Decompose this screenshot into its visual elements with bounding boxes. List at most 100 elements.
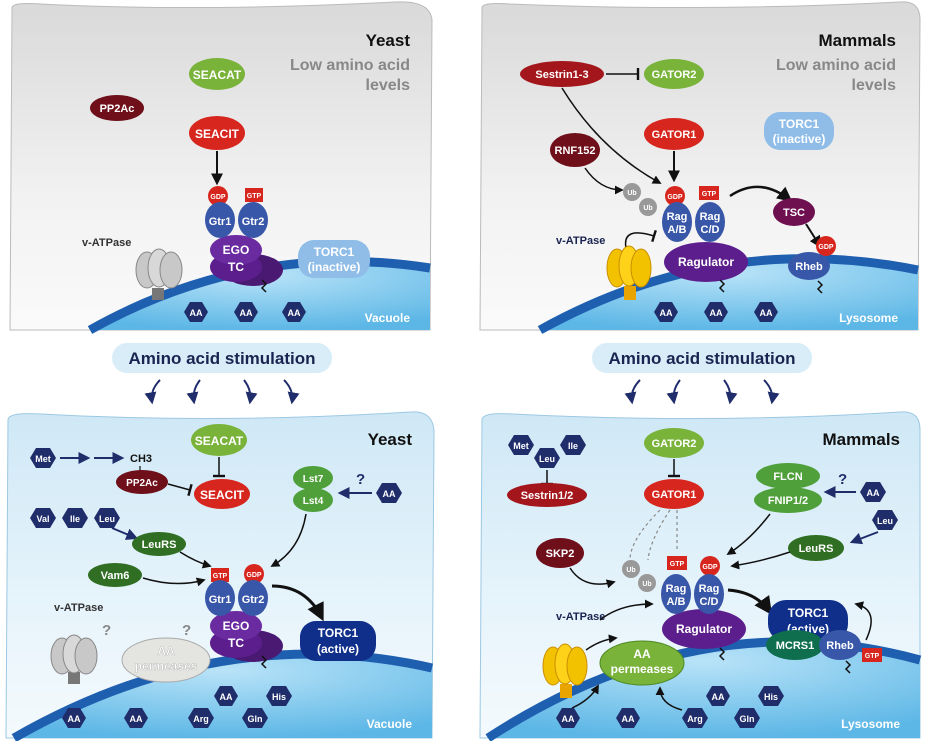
aa-hexagons-yeast-stim: AA AA Arg AA Gln His	[62, 686, 292, 728]
gtp-badge	[245, 188, 263, 202]
rheb-stim-node	[819, 630, 861, 660]
gdp-badge	[208, 186, 228, 206]
svg-text:AA: AA	[383, 489, 396, 499]
torc1-active-node	[300, 621, 376, 661]
svg-text:GTP: GTP	[670, 561, 685, 568]
question-lst: ?	[356, 471, 365, 488]
seacat-stim-node	[191, 424, 247, 456]
mcrs1-node	[766, 630, 824, 660]
svg-text:Gtr2: Gtr2	[242, 216, 265, 228]
skp2-node	[536, 538, 584, 568]
aa-hexagons-mammal-low: AA AA AA	[654, 302, 778, 322]
svg-text:permeases: permeases	[611, 662, 674, 676]
svg-text:TC: TC	[228, 260, 244, 274]
svg-text:Val: Val	[36, 514, 49, 524]
mammal-stim-content: Met Leu Ile Sestrin1/2 GATOR2 GATOR1 FLC…	[507, 428, 898, 728]
leu-mammal-hexagon	[534, 448, 560, 468]
svg-text:Gln: Gln	[248, 714, 263, 724]
svg-text:FLCN: FLCN	[773, 471, 802, 483]
gtp-badge-rheb	[862, 648, 882, 662]
svg-text:GATOR1: GATOR1	[652, 129, 697, 141]
gtp-badge-stim	[211, 568, 229, 582]
ragulator-stim-node	[662, 609, 746, 649]
svg-text:Rag: Rag	[666, 583, 687, 595]
svg-text:EGO: EGO	[223, 243, 250, 257]
svg-text:His: His	[272, 692, 286, 702]
svg-text:TORC1: TORC1	[314, 245, 355, 259]
svg-text:Gln: Gln	[740, 714, 755, 724]
svg-text:TSC: TSC	[783, 207, 805, 219]
yeast-stim-content: Met CH3 PP2Ac SEACAT SEACIT ? Lst7 Lst4 …	[30, 424, 402, 728]
vatpase-stim-label: v-ATPase	[54, 602, 103, 614]
ile-mammal-hexagon	[560, 435, 586, 455]
question-permeases: ?	[182, 622, 191, 639]
svg-text:Ragulator: Ragulator	[678, 255, 734, 269]
vatpase-mammal-label: v-ATPase	[556, 235, 605, 247]
rheb-node	[788, 252, 830, 280]
rnf152-node	[550, 133, 600, 167]
svg-text:LeuRS: LeuRS	[799, 543, 834, 555]
stimulation-banner-right: Amino acid stimulation	[592, 343, 812, 405]
svg-text:Lst7: Lst7	[303, 474, 324, 485]
vatpase-icon	[135, 248, 183, 300]
svg-text:Met: Met	[35, 454, 51, 464]
gdp-badge-mammal	[665, 186, 685, 206]
svg-text:GATOR2: GATOR2	[652, 69, 697, 81]
pp2ac-label: PP2Ac	[100, 103, 135, 115]
svg-text:Gtr2: Gtr2	[242, 594, 265, 606]
gator1-node	[644, 118, 704, 150]
leu-hexagon-right	[872, 510, 898, 530]
yeast-stim-title: Yeast	[368, 430, 413, 449]
aa-permeases-mammal-node	[599, 640, 685, 686]
svg-text:AA: AA	[562, 714, 575, 724]
svg-text:Vam6: Vam6	[101, 570, 130, 582]
svg-text:permeases: permeases	[135, 659, 198, 673]
svg-text:EGO: EGO	[223, 619, 250, 633]
met-hexagon	[30, 448, 56, 468]
yeast-low-compartment: Vacuole	[365, 311, 411, 325]
svg-text:AA: AA	[760, 308, 773, 318]
mammal-low-title: Mammals	[819, 31, 896, 50]
svg-text:GDP: GDP	[210, 194, 226, 201]
vatpase-mammal-stim-icon	[542, 643, 588, 698]
rag-ab-stim-node	[661, 574, 691, 614]
svg-text:SEACAT: SEACAT	[195, 434, 244, 448]
svg-text:Sestrin1/2: Sestrin1/2	[521, 490, 574, 502]
torc1-inactive-mammal-node	[764, 112, 834, 150]
aa-permeases-yeast-node	[121, 637, 211, 683]
seacat-label: SEACAT	[193, 68, 242, 82]
svg-text:AA: AA	[220, 692, 233, 702]
svg-text:SEACIT: SEACIT	[200, 488, 245, 502]
ch3-label: CH3	[130, 453, 152, 465]
svg-text:Rag: Rag	[700, 211, 721, 223]
fnip12-node	[754, 487, 822, 513]
gdp-badge-rheb	[816, 236, 836, 256]
svg-text:Lst4: Lst4	[303, 496, 324, 507]
svg-text:GDP: GDP	[246, 572, 262, 579]
svg-text:Gtr1: Gtr1	[209, 216, 232, 228]
question-flcn: ?	[838, 471, 847, 488]
gtp-badge-mammal-stim	[667, 556, 687, 570]
stimulation-label-left: Amino acid stimulation	[128, 349, 315, 368]
svg-text:Leu: Leu	[877, 516, 893, 526]
svg-text:GTP: GTP	[865, 653, 880, 660]
svg-text:Rheb: Rheb	[795, 261, 823, 273]
rag-ab-node	[662, 202, 692, 242]
yeast-low-title: Yeast	[366, 31, 411, 50]
svg-text:AA: AA	[240, 308, 253, 318]
svg-text:AA: AA	[68, 714, 81, 724]
svg-text:AA: AA	[622, 714, 635, 724]
lst4-node	[293, 488, 333, 512]
svg-text:TORC1: TORC1	[788, 606, 829, 620]
svg-text:AA: AA	[288, 308, 301, 318]
svg-text:AA: AA	[710, 308, 723, 318]
seacit-stim-node	[194, 479, 250, 509]
svg-text:C/D: C/D	[701, 224, 720, 236]
vatpase-stim-icon	[50, 634, 98, 684]
yeast-stim-compartment: Vacuole	[367, 717, 413, 731]
aa-hexagon-lst	[376, 483, 402, 503]
leu-hexagon	[94, 508, 120, 528]
svg-text:Rheb: Rheb	[826, 640, 854, 652]
svg-text:LeuRS: LeuRS	[142, 539, 177, 551]
sestrin12-node	[507, 483, 587, 507]
